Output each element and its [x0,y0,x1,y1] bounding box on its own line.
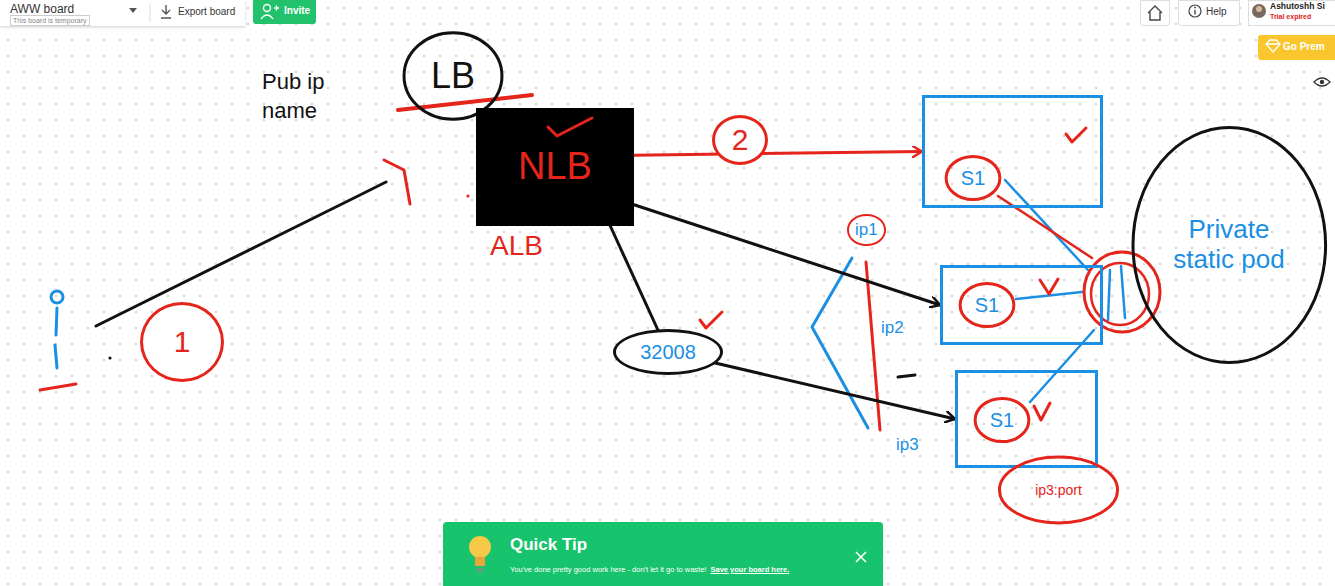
avatar [1252,4,1266,18]
download-icon [161,5,171,18]
toast-title: Quick Tip [510,535,587,555]
separator [150,4,151,22]
info-icon [1189,5,1201,17]
check-mark [1040,279,1058,294]
pod-link [1016,292,1082,299]
instance-box: ip2S1 [940,265,1103,345]
callout-number: 32008 [613,329,723,375]
service-name: S1 [975,294,999,317]
red-marker-line [866,262,880,430]
ink-dot [466,194,469,197]
ip-label: ip1 [847,214,886,246]
pod-link [1005,180,1088,270]
connector-arrow [634,152,922,156]
node-title: NLB [518,145,592,189]
user-name: Ashutoshh Si [1270,1,1325,11]
node-subtitle: ALB [490,230,543,262]
eye-icon [1314,78,1330,86]
home-button [1140,0,1170,26]
bulb-icon [469,536,491,558]
eye-icon [1320,80,1324,84]
callout-number: 2 [712,115,768,165]
node-outline-shape [999,457,1117,523]
info-icon [1194,10,1195,15]
toast-message: You've done pretty good work here - don'… [510,565,706,574]
group-bracket [812,258,868,428]
highlight-circle [1084,252,1160,332]
button-label: Help [1206,6,1227,18]
node-outline-shape [960,283,1014,326]
service-name: S1 [961,167,985,190]
service-circle: S1 [959,282,1015,328]
dropdown-caret [129,8,137,13]
node-title: LB [431,55,475,96]
toast-link: Save your board here. [710,565,789,574]
board-status: This board is temporary [10,15,90,26]
invite-icon [264,5,271,12]
user-legs [55,345,57,368]
ink-stroke [898,375,915,377]
pod-link [1030,330,1094,402]
pod-mark [1108,266,1125,320]
pointer-arrow [384,160,410,204]
info-icon [1194,7,1196,9]
connector-arrow [634,205,940,305]
request-line [96,182,386,326]
instance-box: ip1S1 [922,95,1103,208]
check-mark [1066,128,1086,142]
instance-box: ip3S1 [955,370,1098,468]
connector-arrow [610,226,955,419]
node-outline-shape [404,33,502,119]
user-body [56,308,57,335]
invite-icon [261,6,279,20]
ip-label: ip3 [896,435,919,455]
ink-dot [108,356,111,359]
service-circle: S1 [945,155,1001,201]
port-circle: ip3:port [997,455,1120,525]
button-label: Go Prem [1283,41,1325,53]
user-underline [40,384,76,390]
button-label: Export board [178,6,235,18]
service-name: S1 [990,409,1014,432]
check-mark [548,118,592,136]
check-mark [700,312,722,328]
handwritten-note: Pub ip name [262,68,357,125]
node-outline-shape [1133,128,1326,363]
group-title: Private static pod [1164,215,1294,275]
bulb-icon [475,557,485,566]
nlb-box: NLBALB [476,108,634,226]
check-mark [1034,403,1050,420]
user-head [51,291,63,303]
node-outline-shape [975,398,1029,441]
pod-group: Private static pod [1129,120,1330,370]
callout-number: 1 [140,302,224,382]
port-label: ip3:port [1035,482,1082,498]
tip-toast [443,522,883,586]
ip-label: ip2 [881,318,904,338]
avatar [1256,6,1262,12]
home-icon [1148,6,1162,20]
diamond-icon [1266,40,1280,52]
button-label: Invite [284,5,310,17]
service-circle: S1 [974,397,1030,443]
node-outline-shape [946,156,1000,199]
bulb-icon [476,569,484,572]
account-status: Trial expired [1270,13,1311,21]
close-icon [856,552,866,562]
